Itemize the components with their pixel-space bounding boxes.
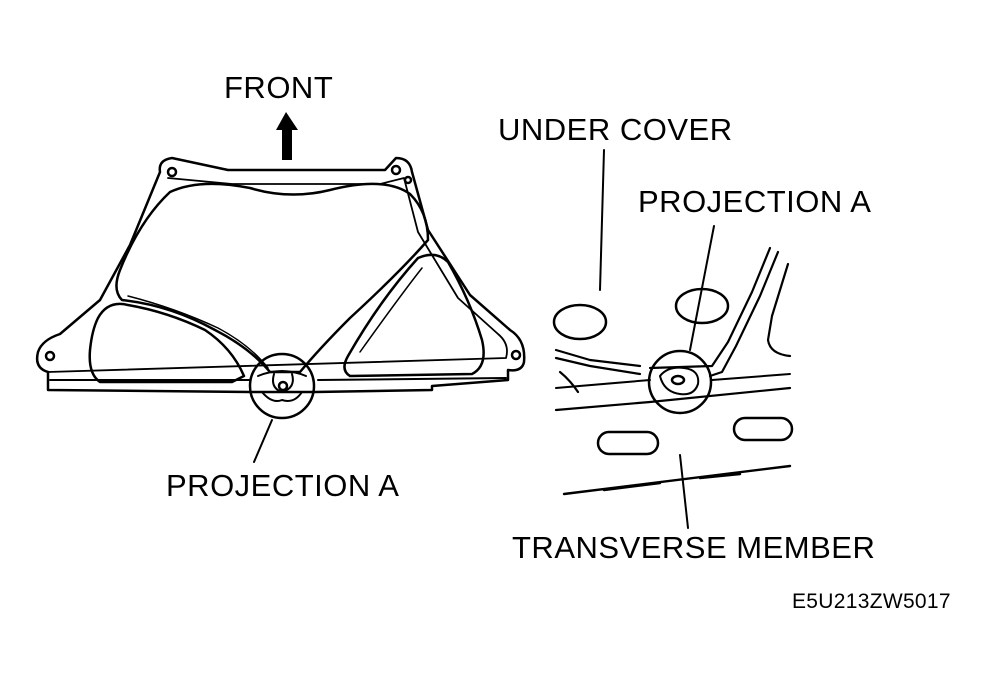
figure-code: E5U213ZW5017	[792, 590, 951, 613]
bolt-hole-left	[44, 350, 56, 362]
transverse-member-label: TRANSVERSE MEMBER	[512, 530, 876, 565]
cover-bottom-flange	[49, 377, 507, 381]
projection-a-boss-left	[248, 352, 316, 420]
slot-lower-left	[596, 430, 660, 456]
cover-top-recess	[115, 182, 430, 374]
projection-a-boss-right-hole	[670, 374, 686, 386]
bolt-hole-side-right	[403, 175, 413, 185]
under-cover-plan-view	[35, 156, 526, 463]
projection-a-boss-left-hole	[277, 380, 289, 392]
slot-lower-right	[732, 416, 794, 442]
projection-a-right-label: PROJECTION A	[638, 184, 872, 219]
bolt-hole-right	[510, 349, 522, 361]
projection-a-boss-right	[647, 349, 713, 415]
bolt-hole-top-left	[166, 166, 178, 178]
bolt-hole-top-right	[390, 164, 402, 176]
cover-inner-rim	[47, 177, 508, 373]
projection-a-left-leader	[253, 419, 273, 463]
transverse-member-leader	[679, 454, 689, 529]
projection-a-left-label: PROJECTION A	[166, 468, 400, 503]
detail-view	[552, 149, 794, 529]
transverse-member-flange	[562, 464, 792, 496]
detail-diagonal-rails	[648, 246, 792, 378]
detail-panel-left-edge	[554, 348, 792, 412]
front-label: FRONT	[224, 70, 334, 105]
oval-hole-upper-right	[674, 287, 730, 325]
projection-a-boss-right-detail	[659, 366, 700, 396]
cover-outer-outline	[35, 156, 526, 394]
detail-member-lines	[555, 373, 791, 389]
under-cover-leader	[599, 149, 605, 291]
cover-right-recess	[343, 253, 485, 378]
cover-right-recess-inner	[359, 267, 423, 353]
arrow-up-icon	[276, 112, 298, 160]
projection-a-right-leader	[689, 225, 715, 351]
under-cover-label: UNDER COVER	[498, 112, 733, 147]
cover-left-recess	[88, 302, 246, 384]
projection-a-boss-left-detail	[257, 370, 307, 402]
oval-hole-upper-left	[552, 303, 608, 341]
cover-top-recess-inner	[127, 295, 269, 369]
